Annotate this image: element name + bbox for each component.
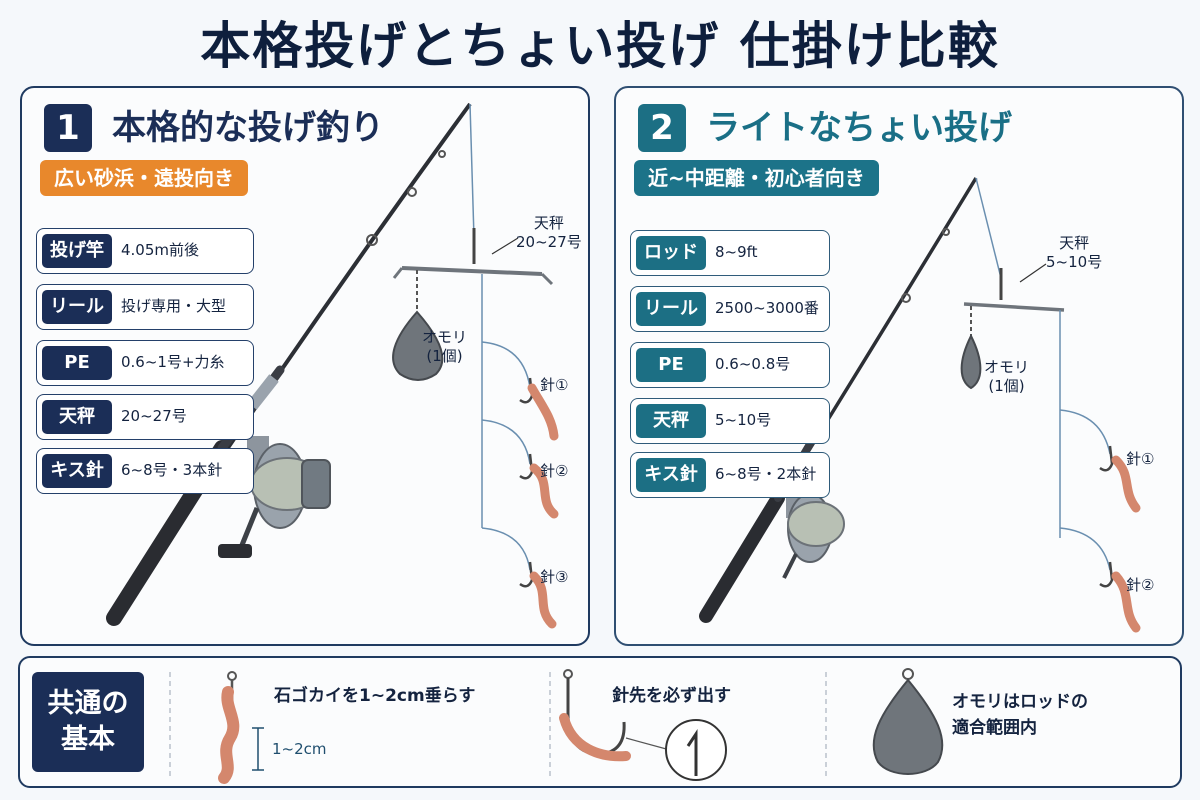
spec-value: 2500~3000番 <box>715 298 819 317</box>
section-title: 本格的な投げ釣り <box>112 108 384 148</box>
spec-label: 天秤 <box>636 404 706 438</box>
worm-length-dimension: 1~2cm <box>272 740 327 758</box>
spec-label: 投げ竿 <box>42 234 112 268</box>
hook-icon <box>481 419 559 519</box>
spec-value: 20~27号 <box>121 406 187 425</box>
tenbin-name: 天秤 <box>1059 234 1090 252</box>
usage-badge: 近~中距離・初心者向き <box>634 160 879 196</box>
spec-reel: リール 投げ専用・大型 <box>36 284 254 330</box>
hook-label: 針② <box>1126 576 1155 594</box>
sinker-icon <box>392 310 444 381</box>
spec-value: 8~9ft <box>715 242 758 261</box>
spec-value-line: 3本針 <box>182 460 223 479</box>
spec-tenbin: 天秤 20~27号 <box>36 394 254 440</box>
tenbin-icon <box>963 268 1065 338</box>
section-number: 1 <box>44 104 92 152</box>
sinker-icon <box>960 333 982 390</box>
hook-icon <box>481 527 557 629</box>
reel-icon <box>782 488 845 579</box>
hook-label: 針② <box>540 462 569 480</box>
tenbin-size: 20~27号 <box>516 232 582 251</box>
spec-label: 天秤 <box>42 400 112 434</box>
spec-line: PE 0.6~0.8号 <box>630 342 830 388</box>
hook-label: 針③ <box>540 568 569 586</box>
spec-label: PE <box>636 348 706 382</box>
spec-label: リール <box>636 292 706 326</box>
spec-value-line: 2本針 <box>776 464 817 483</box>
surf-rig-diagram <box>106 102 559 629</box>
hook-icon <box>1059 409 1141 513</box>
hook-icon <box>1059 527 1141 633</box>
tip-sinker-range: オモリはロッドの 適合範囲内 <box>952 690 1088 741</box>
panel-full-surf-casting: 1 本格的な投げ釣り 広い砂浜・遠投向き 投げ竿 4.05m前後 リール 投げ専… <box>20 86 590 646</box>
spec-value-line: 6~8号・ <box>715 464 777 483</box>
section-title: ライトなちょい投げ <box>706 108 1012 148</box>
reel-icon <box>218 436 331 558</box>
tip-worm-length: 石ゴカイを1~2cm垂らす <box>274 686 476 706</box>
sinker-icon <box>872 668 944 775</box>
spec-tenbin: 天秤 5~10号 <box>630 398 830 444</box>
hook-label: 針① <box>540 376 569 394</box>
spec-hook: キス針 6~8号・ 2本針 <box>630 452 830 498</box>
spec-value: 5~10号 <box>715 410 772 429</box>
omori-count: (1個) <box>426 346 463 365</box>
spec-value-line: 6~8号・ <box>121 460 183 479</box>
omori-name: オモリ <box>984 358 1030 376</box>
spec-label: PE <box>42 346 112 380</box>
spec-value: 0.6~1号+力糸 <box>121 352 225 371</box>
tenbin-annotation: 天秤 5~10号 <box>1046 234 1102 272</box>
spec-label: キス針 <box>42 454 112 488</box>
hook-icon <box>481 341 559 441</box>
spec-value: 6~8号・ 3本針 <box>121 449 222 492</box>
spec-label: リール <box>42 290 112 324</box>
spec-value: 0.6~0.8号 <box>715 354 791 373</box>
light-rig-diagram <box>699 177 1141 633</box>
spec-line: PE 0.6~1号+力糸 <box>36 340 254 386</box>
spec-label: ロッド <box>636 236 706 270</box>
tenbin-size: 5~10号 <box>1046 252 1103 271</box>
common-basics-art <box>169 668 944 784</box>
common-label-line: 共通の <box>47 687 129 719</box>
spec-rod: ロッド 8~9ft <box>630 230 830 276</box>
tenbin-icon <box>392 228 554 314</box>
omori-name: オモリ <box>422 328 468 346</box>
tip-hook-point: 針先を必ず出す <box>612 686 731 706</box>
spec-reel: リール 2500~3000番 <box>630 286 830 332</box>
tenbin-name: 天秤 <box>533 214 564 232</box>
hook-point-icon <box>559 669 727 781</box>
spec-value: 4.05m前後 <box>121 240 200 259</box>
tip-line: オモリはロッドの <box>952 692 1088 712</box>
usage-badge: 広い砂浜・遠投向き <box>40 160 248 196</box>
tenbin-annotation: 天秤 20~27号 <box>516 214 582 252</box>
common-basics-label: 共通の 基本 <box>32 672 144 772</box>
omori-annotation: オモリ (1個) <box>422 328 467 366</box>
common-basics-section: 共通の 基本 石ゴカイを1~2cm垂らす 1~2cm 針先を必ず出す オモリはロ… <box>18 656 1182 788</box>
tip-line: 適合範囲内 <box>952 717 1037 738</box>
spec-value: 投げ専用・大型 <box>121 296 227 315</box>
hook-label: 針① <box>1126 450 1155 468</box>
spec-hook: キス針 6~8号・ 3本針 <box>36 448 254 494</box>
spec-value: 6~8号・ 2本針 <box>715 453 816 496</box>
spec-rod: 投げ竿 4.05m前後 <box>36 228 254 274</box>
omori-annotation: オモリ (1個) <box>984 358 1029 396</box>
spec-label: キス針 <box>636 458 706 492</box>
section-number: 2 <box>638 104 686 152</box>
page-title: 本格投げとちょい投げ 仕掛け比較 <box>200 17 1000 75</box>
worm-on-hook-icon <box>218 671 264 784</box>
omori-count: (1個) <box>988 376 1025 395</box>
panel-light-casting: 2 ライトなちょい投げ 近~中距離・初心者向き ロッド 8~9ft リール 25… <box>614 86 1184 646</box>
common-label-line: 基本 <box>61 724 115 755</box>
